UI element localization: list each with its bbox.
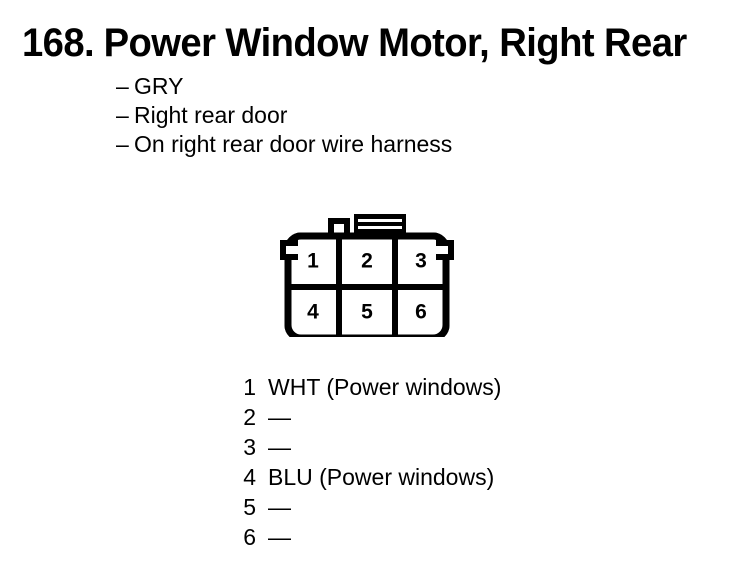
dash-marker: – [116,73,129,99]
pin-number: 4 [243,464,256,490]
top-latch-rib-gap-upper [358,219,402,222]
list-item-label: Right rear door [134,102,288,128]
list-item: – Right rear door [116,101,676,130]
pin-number: 3 [243,434,256,460]
pin-description: BLU (Power windows) [268,464,495,490]
pin-description: — [268,524,291,550]
left-side-tab-hole [286,246,300,254]
list-item: – On right rear door wire harness [116,130,676,159]
pin-number: 5 [243,494,256,520]
pin-assignment-list: 1 WHT (Power windows) 2 — 3 — 4 BLU (Pow… [232,372,652,552]
connector-cell-2: 2 [361,250,373,273]
cell-divider-horizontal [288,284,446,290]
attribute-list: – GRY – Right rear door – On right rear … [116,72,676,159]
table-row: 4 BLU (Power windows) [232,462,652,492]
pin-number: 6 [243,524,256,550]
pin-description: — [268,434,291,460]
connector-cell-1: 1 [307,250,319,273]
table-row: 5 — [232,492,652,522]
dash-marker: – [116,131,129,157]
table-row: 6 — [232,522,652,552]
pin-description: — [268,404,291,430]
connector-cell-4: 4 [307,301,319,324]
table-row: 2 — [232,402,652,432]
list-item-label: On right rear door wire harness [134,131,453,157]
page-title: 168.Power Window Motor, Right Rear [22,20,710,66]
top-left-notch-hole [334,224,344,238]
list-item-label: GRY [134,73,184,99]
connector-svg: 1 2 3 4 5 6 [280,214,454,337]
connector-cell-5: 5 [361,301,373,324]
dash-marker: – [116,102,129,128]
table-row: 1 WHT (Power windows) [232,372,652,402]
right-side-tab-hole [434,246,448,254]
connector-cell-3: 3 [415,250,427,273]
list-item: – GRY [116,72,676,101]
connector-diagram: 1 2 3 4 5 6 [252,192,482,337]
pin-number: 2 [243,404,256,430]
table-row: 3 — [232,432,652,462]
top-latch-rib-gap-lower [358,226,402,229]
pin-description: — [268,494,291,520]
connector-body-outline [280,214,454,337]
connector-cell-6: 6 [415,301,427,324]
pin-number: 1 [243,374,256,400]
pin-description: WHT (Power windows) [268,374,502,400]
page-title-number: 168. [22,21,95,65]
page-title-text: Power Window Motor, Right Rear [103,21,688,65]
